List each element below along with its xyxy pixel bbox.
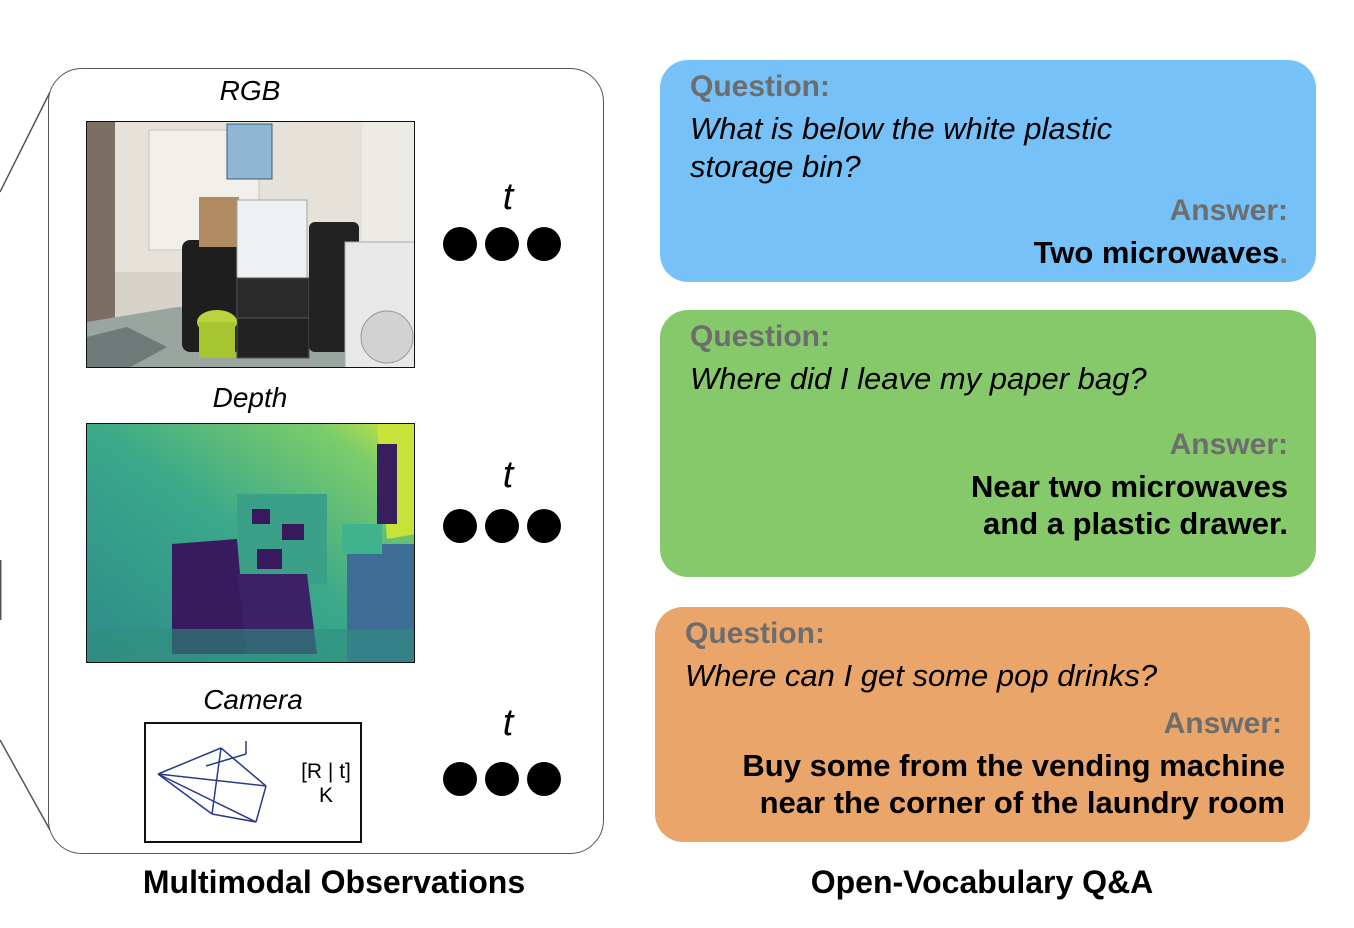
question-text: Where can I get some pop drinks? xyxy=(685,658,1158,693)
depth-image xyxy=(86,423,415,663)
panel-connector-lines xyxy=(0,91,51,831)
question-text: What is below the white plastic storage … xyxy=(690,111,1113,184)
rgb-sequence-dots xyxy=(443,227,561,261)
camera-time-label: t xyxy=(502,702,514,744)
camera-box: [R | t] K xyxy=(144,722,362,843)
rgb-label: RGB xyxy=(219,75,281,106)
depth-sequence-dots xyxy=(443,509,561,543)
depth-time-label: t xyxy=(502,454,514,496)
sequence-dot xyxy=(527,227,561,261)
camera-sequence-dots xyxy=(443,762,561,796)
camera-intrinsics-label: K xyxy=(318,784,333,807)
answer-label: Answer: xyxy=(1163,707,1282,740)
observations-title: Multimodal Observations xyxy=(142,864,526,900)
sequence-dot xyxy=(485,762,519,796)
qa-card: Question: Where did I leave my paper bag… xyxy=(660,310,1316,577)
sequence-dot xyxy=(443,762,477,796)
qa-card: Question: Where can I get some pop drink… xyxy=(655,607,1310,842)
question-text: Where did I leave my paper bag? xyxy=(690,361,1147,396)
depth-map-illustration xyxy=(87,424,414,662)
sequence-dot xyxy=(485,227,519,261)
qa-card: Question: What is below the white plasti… xyxy=(660,60,1316,282)
rgb-scene-illustration xyxy=(87,122,414,367)
answer-label: Answer: xyxy=(1169,194,1288,227)
answer-text: Buy some from the vending machine near t… xyxy=(742,748,1285,820)
camera-label: Camera xyxy=(203,684,303,715)
sequence-dot xyxy=(485,509,519,543)
camera-pose-label: [R | t] xyxy=(301,760,351,783)
sequence-dot xyxy=(443,227,477,261)
sequence-dot xyxy=(443,509,477,543)
sequence-dot xyxy=(527,509,561,543)
qa-title: Open-Vocabulary Q&A xyxy=(810,864,1154,900)
rgb-image xyxy=(86,121,415,368)
question-label: Question: xyxy=(690,320,831,353)
answer-text: Two microwaves. xyxy=(1033,235,1288,270)
question-label: Question: xyxy=(685,617,826,650)
camera-frustum-icon xyxy=(157,741,267,823)
sequence-dot xyxy=(527,762,561,796)
rgb-time-label: t xyxy=(502,176,514,218)
question-label: Question: xyxy=(690,70,831,103)
depth-label: Depth xyxy=(212,382,288,413)
answer-label: Answer: xyxy=(1169,428,1288,461)
answer-text: Near two microwaves and a plastic drawer… xyxy=(970,469,1288,541)
